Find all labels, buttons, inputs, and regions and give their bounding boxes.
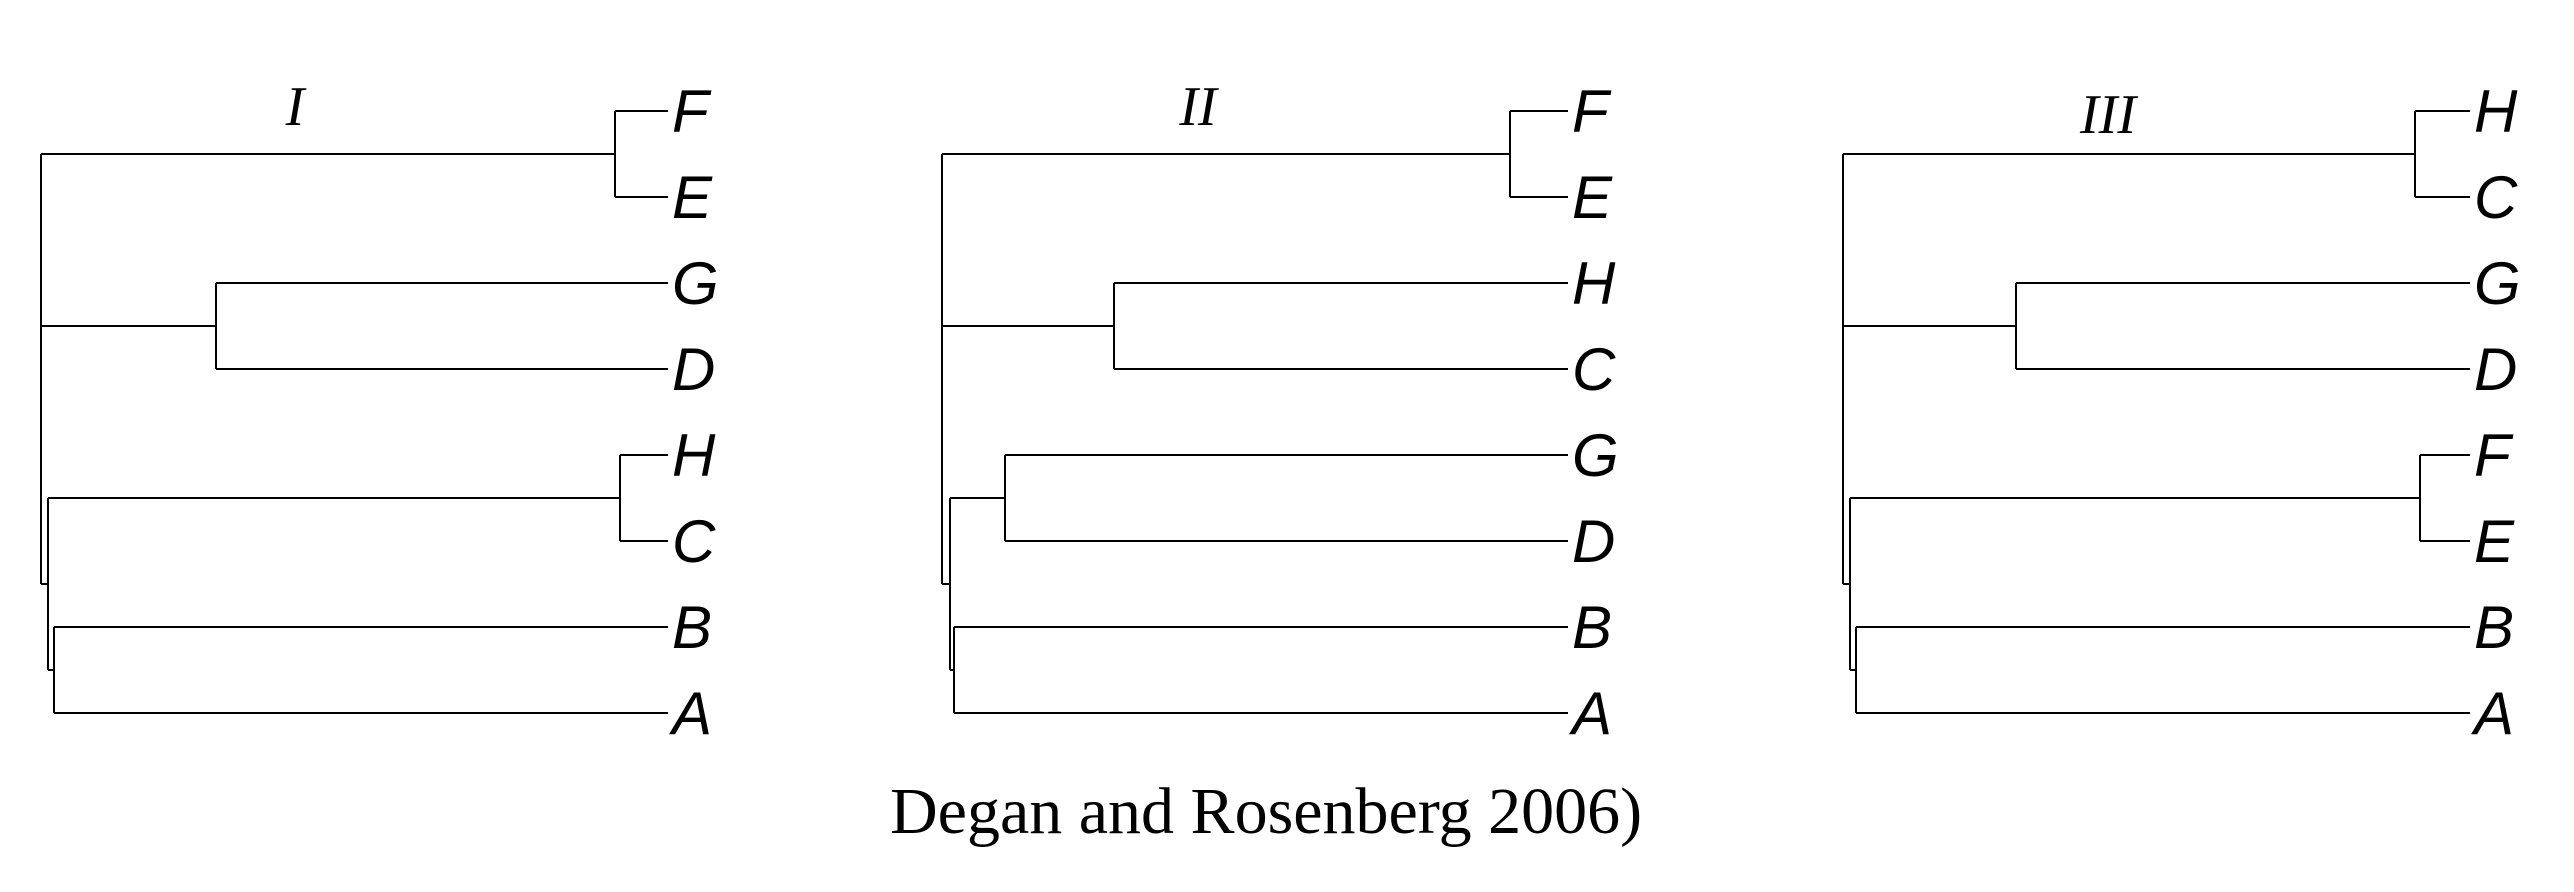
leaf-label-f: F — [672, 78, 712, 145]
leaf-label-a: A — [1569, 680, 1612, 747]
leaf-label-d: D — [1572, 508, 1615, 575]
figure-caption: Degan and Rosenberg 2006) — [890, 775, 1642, 848]
leaf-label-g: G — [1572, 422, 1619, 489]
leaf-label-d: D — [672, 336, 715, 403]
leaf-label-c: C — [2474, 164, 2518, 231]
leaf-label-e: E — [2474, 508, 2515, 575]
leaf-label-h: H — [1572, 250, 1616, 317]
leaf-label-e: E — [672, 164, 713, 231]
tree-title-1: I — [285, 76, 307, 138]
leaf-label-f: F — [1572, 78, 1612, 145]
leaf-label-a: A — [669, 680, 712, 747]
leaf-label-h: H — [2474, 78, 2518, 145]
leaf-label-f: F — [2474, 422, 2514, 489]
leaf-label-e: E — [1572, 164, 1613, 231]
leaf-label-c: C — [672, 508, 716, 575]
leaf-label-b: B — [672, 594, 712, 661]
tree-title-2: II — [1178, 76, 1219, 138]
leaf-label-b: B — [1572, 594, 1612, 661]
leaf-label-b: B — [2474, 594, 2514, 661]
leaf-label-c: C — [1572, 336, 1616, 403]
leaf-label-a: A — [2471, 680, 2514, 747]
leaf-label-g: G — [672, 250, 719, 317]
leaf-label-d: D — [2474, 336, 2517, 403]
tree-title-3: III — [2079, 84, 2138, 146]
leaf-label-h: H — [672, 422, 716, 489]
leaf-label-g: G — [2474, 250, 2521, 317]
